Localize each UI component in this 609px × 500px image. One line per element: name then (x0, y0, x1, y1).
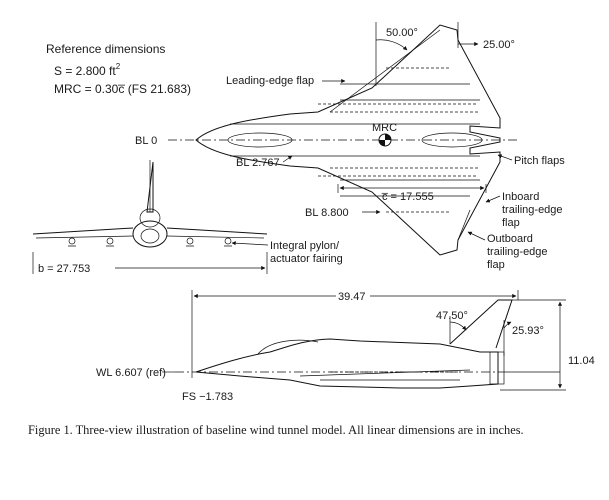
front-view: Integral pylon/ actuator fairing b = 27.… (32, 160, 343, 275)
outboard-label-2: trailing-edge (487, 246, 548, 258)
reference-area-exponent: 2 (116, 62, 121, 71)
planform-nozzle (421, 132, 483, 148)
reference-area: S = 2.800 ft2 (54, 62, 121, 78)
side-nozzle (489, 351, 505, 385)
front-fuselage (132, 220, 168, 248)
reference-mrc: MRC = 0.30c̅ (FS 21.683) (54, 82, 191, 96)
cbar-label: c̅ = 17.555 (381, 191, 434, 203)
fin-le-label: 47.50° (436, 310, 468, 322)
te-sweep-label: 25.00° (483, 39, 515, 51)
planform-stores (318, 103, 480, 177)
planform-canopy (227, 132, 293, 148)
side-fuselage (195, 338, 499, 389)
inboard-label-2: trailing-edge (502, 204, 563, 216)
length-label-bg (336, 290, 370, 302)
span-label: b = 27.753 (38, 263, 90, 275)
pitch-flaps-label: Pitch flaps (514, 155, 565, 167)
pylon-label-2: actuator fairing (270, 253, 343, 265)
front-wing (32, 227, 268, 235)
outboard-leader (467, 231, 486, 241)
pitch-flaps-leader (497, 154, 513, 161)
front-canopy (139, 208, 161, 228)
reference-dimensions: Reference dimensions S = 2.800 ft2 MRC =… (46, 42, 191, 96)
outboard-label-1: Outboard (487, 233, 533, 245)
planform-view: 50.00° 25.00° Leading-edge flap BL 0 MRC… (135, 22, 565, 271)
length-label: 39.47 (338, 291, 366, 303)
height-label: 11.04 (568, 355, 595, 367)
fs-label: FS −1.783 (182, 391, 233, 403)
reference-area-value: S = 2.800 ft (54, 64, 116, 78)
fin-le-arc (449, 321, 467, 331)
side-fin (449, 299, 513, 349)
bl2767-leader (282, 155, 293, 163)
bl0-label: BL 0 (135, 135, 157, 147)
front-stores (68, 237, 232, 247)
reference-heading: Reference dimensions (46, 42, 165, 56)
planform-wing-stores (386, 67, 450, 213)
mrc-label: MRC (372, 122, 397, 134)
front-wing-lower (35, 235, 265, 239)
mrc-symbol (378, 133, 392, 147)
inboard-leader (485, 195, 501, 203)
planform-outline (195, 24, 501, 256)
side-view: 39.47 47.50° 25.93° 11.04 WL 6.607 (ref)… (96, 290, 595, 403)
inboard-flap-lines (340, 179, 480, 197)
span-label-bg (35, 262, 115, 274)
side-wing (299, 369, 471, 381)
fin-te-arc (503, 321, 512, 329)
inboard-label-3: flap (502, 217, 520, 229)
outboard-flap-line (457, 209, 471, 241)
le-sweep-arc (375, 39, 408, 51)
side-canopy (257, 339, 319, 355)
figure-caption: Figure 1. Three-view illustration of bas… (28, 423, 524, 437)
pylon-label-1: Integral pylon/ (270, 240, 340, 252)
fin-te-label: 25.93° (512, 325, 544, 337)
planform-fuselage (230, 123, 480, 157)
front-inlet (140, 228, 160, 244)
bl2767-label: BL 2.767 (236, 157, 280, 169)
waterline-label: WL 6.607 (ref) (96, 367, 166, 379)
front-fin-body (146, 161, 154, 213)
bl8800-label: BL 8.800 (305, 207, 349, 219)
leading-edge-flap-line (329, 29, 441, 113)
pylon-leader (231, 241, 269, 246)
inboard-label-1: Inboard (502, 191, 539, 203)
le-sweep-label: 50.00° (386, 27, 418, 39)
upper-flap-lines (340, 83, 480, 101)
outboard-label-3: flap (487, 259, 505, 271)
leading-edge-flap-label: Leading-edge flap (226, 75, 314, 87)
